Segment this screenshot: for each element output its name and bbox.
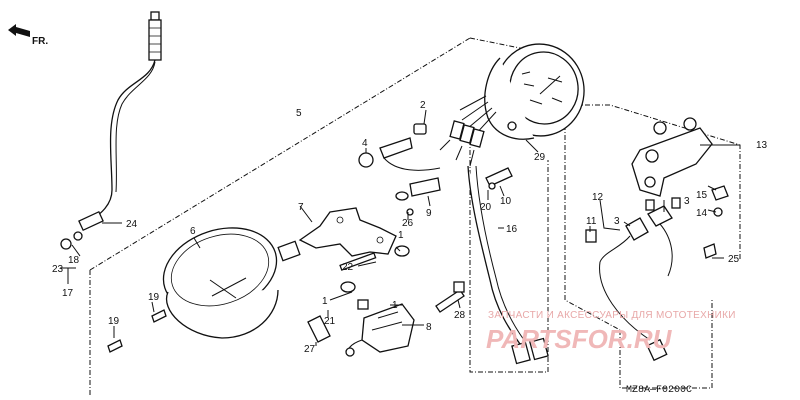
callout-1a: 1 (398, 230, 404, 241)
callout-3a: 3 (614, 216, 620, 227)
callout-10: 10 (500, 196, 512, 207)
watermark-site: PARTSFOR.RU (486, 324, 673, 354)
callout-18: 18 (68, 255, 80, 266)
callout-22: 22 (342, 262, 354, 273)
speedometer-assembly (439, 43, 585, 167)
callout-11: 11 (586, 216, 597, 227)
callout-1b: 1 (322, 296, 328, 307)
callout-16: 16 (506, 224, 518, 235)
callout-17: 17 (62, 288, 74, 299)
callout-26: 26 (402, 218, 414, 229)
callout-2: 2 (420, 100, 426, 111)
callout-8: 8 (426, 322, 432, 333)
callout-20: 20 (480, 202, 492, 213)
callout-15: 15 (696, 190, 708, 201)
bulb-socket (358, 123, 441, 171)
callout-1c: 1 (392, 300, 398, 311)
callout-19b: 19 (108, 316, 120, 327)
speedometer-case (162, 227, 279, 339)
callout-24: 24 (126, 219, 138, 230)
callout-25: 25 (728, 254, 740, 265)
callout-12: 12 (592, 192, 604, 203)
bolts (107, 281, 465, 353)
callout-19a: 19 (148, 292, 160, 303)
front-direction-label: FR. (32, 36, 48, 47)
indicator-holder (345, 303, 415, 357)
diagram-code: MZ8A—F0200C (626, 385, 692, 396)
leader-lines (60, 109, 740, 346)
callout-23: 23 (52, 264, 64, 275)
callout-5: 5 (296, 108, 302, 119)
callout-28: 28 (454, 310, 466, 321)
callout-7: 7 (298, 202, 304, 213)
callout-21: 21 (324, 316, 336, 327)
callout-6: 6 (190, 226, 196, 237)
callout-27: 27 (304, 344, 316, 355)
callout-13: 13 (756, 140, 768, 151)
wire-clamp (395, 177, 441, 216)
watermark-tagline: ЗАПЧАСТИ И АКСЕССУАРЫ ДЛЯ МОТОТЕХНИКИ (488, 310, 736, 321)
callout-3b: 3 (684, 196, 690, 207)
grommets (339, 245, 410, 310)
speedometer-cable (60, 11, 162, 250)
callout-9: 9 (426, 208, 432, 219)
group-outline-speedometer (89, 37, 549, 395)
watermark: ЗАПЧАСТИ И АКСЕССУАРЫ ДЛЯ МОТОТЕХНИКИ PA… (486, 310, 736, 354)
wire-harness (467, 165, 549, 365)
trip-knob (485, 167, 513, 190)
callout-14: 14 (696, 208, 708, 219)
callout-labels: 2 5 4 29 13 24 6 7 9 26 20 10 16 12 11 3… (52, 100, 768, 355)
callout-29: 29 (534, 152, 546, 163)
indicator-panel (631, 117, 713, 197)
group-outline-indicator (564, 104, 741, 389)
indicator-sockets (585, 185, 729, 362)
front-direction-arrow: FR. (8, 24, 48, 47)
meter-bracket (277, 207, 397, 262)
callout-4: 4 (362, 138, 368, 149)
